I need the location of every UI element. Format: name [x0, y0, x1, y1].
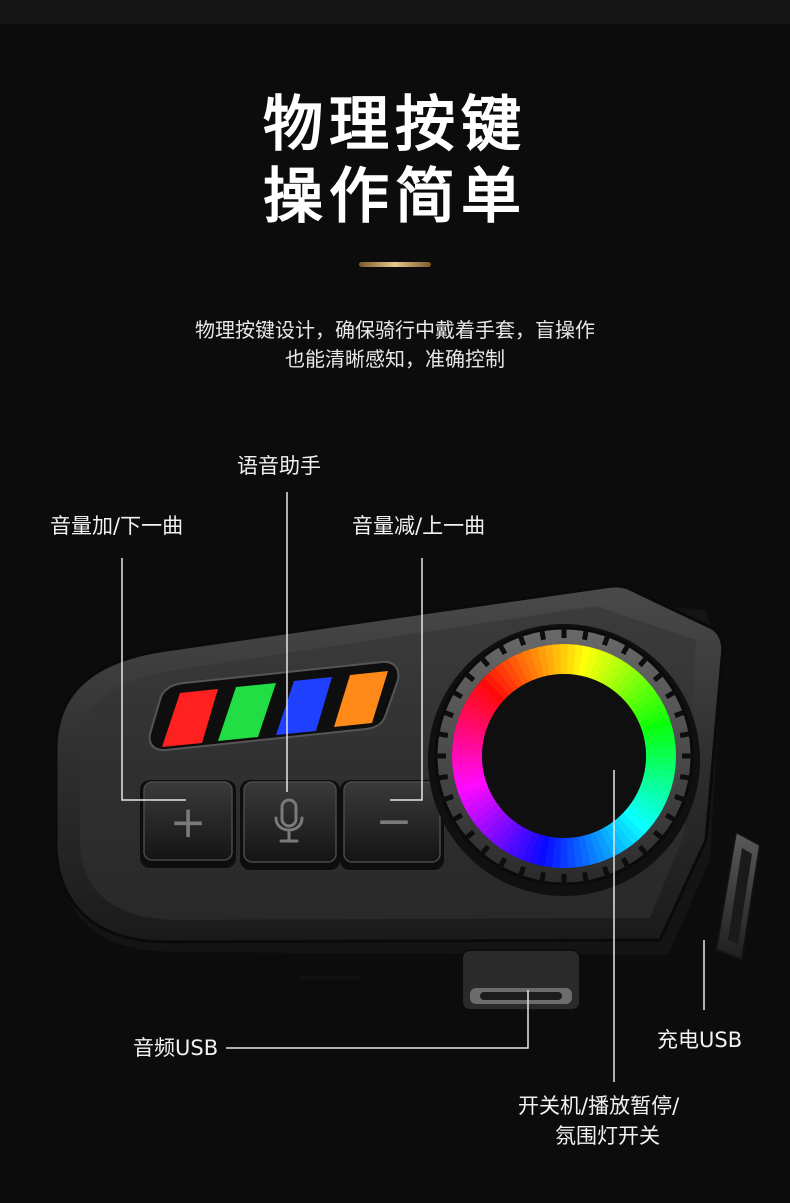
- knurl-notch: [496, 856, 508, 870]
- audio-usb-port: [300, 949, 581, 1011]
- knurl-notch: [602, 866, 611, 880]
- description-line2: 也能清晰感知，准确控制: [285, 347, 505, 371]
- led-strip: [148, 660, 400, 752]
- knurl-notch: [496, 642, 508, 656]
- label-volume-up-next: 音量加/下一曲: [50, 514, 184, 538]
- knurl-notch: [440, 794, 454, 803]
- callout-line-volume-up: [121, 558, 186, 801]
- page-title-line1: 物理按键: [263, 90, 527, 160]
- knurl-notch: [582, 627, 590, 641]
- knurl-notch: [620, 856, 632, 870]
- page-title-line2: 操作简单: [263, 162, 527, 232]
- led-green: [218, 683, 276, 741]
- led-blue: [276, 677, 332, 735]
- rgb-light-ring: [452, 644, 676, 868]
- gold-divider: [359, 262, 431, 267]
- knurl-notch: [462, 670, 476, 683]
- microphone-icon: [274, 798, 304, 843]
- knurl-notch: [652, 670, 666, 683]
- description-line1: 物理按键设计，确保骑行中戴着手套，盲操作: [195, 318, 595, 342]
- top-bar: [0, 0, 790, 24]
- label-power-play-line2: 氛围灯开关: [555, 1124, 660, 1148]
- knurl-notch: [435, 730, 449, 738]
- knurl-notch: [435, 774, 449, 782]
- label-volume-down-prev: 音量减/上一曲: [352, 514, 486, 538]
- knurl-notch: [450, 812, 464, 824]
- knurl-notch: [538, 871, 546, 885]
- led-red: [162, 689, 218, 747]
- callout-line-audio-usb: [226, 990, 529, 1049]
- knurl-notch: [462, 829, 476, 842]
- knurl-notch: [674, 709, 688, 718]
- knurl-notch: [664, 688, 678, 700]
- knurl-notch: [440, 709, 454, 718]
- knurl-notch: [478, 844, 491, 858]
- voice-assistant-button[interactable]: [240, 780, 340, 870]
- knurl-notch: [478, 654, 491, 668]
- knurl-notch: [674, 794, 688, 803]
- knurl-notch: [450, 688, 464, 700]
- knurl-notch: [620, 642, 632, 656]
- knurl-notch: [637, 844, 650, 858]
- knurl-notch: [664, 812, 678, 824]
- knurl-notch: [517, 632, 526, 646]
- knob-knurling: [434, 626, 694, 886]
- charge-usb-port: [714, 830, 762, 962]
- volume-up-button[interactable]: +: [140, 780, 236, 868]
- knurl-notch: [652, 829, 666, 842]
- label-power-play-line1: 开关机/播放暂停/: [518, 1094, 680, 1118]
- label-voice-assistant: 语音助手: [237, 454, 321, 478]
- callout-lines: [121, 492, 705, 1082]
- volume-down-button[interactable]: −: [340, 780, 444, 870]
- knurl-notch: [679, 730, 693, 738]
- knurl-notch: [517, 866, 526, 880]
- knurl-notch: [538, 627, 546, 641]
- led-orange: [334, 671, 388, 727]
- callout-line-volume-down: [390, 558, 423, 801]
- label-audio-usb: 音频USB: [133, 1036, 219, 1060]
- label-charge-usb: 充电USB: [657, 1028, 743, 1052]
- knurl-notch: [602, 632, 611, 646]
- knurl-notch: [637, 654, 650, 668]
- power-play-knob[interactable]: [428, 624, 700, 896]
- plus-symbol: +: [170, 797, 207, 848]
- knurl-notch: [582, 871, 590, 885]
- minus-symbol: −: [376, 796, 413, 847]
- knurl-notch: [679, 774, 693, 782]
